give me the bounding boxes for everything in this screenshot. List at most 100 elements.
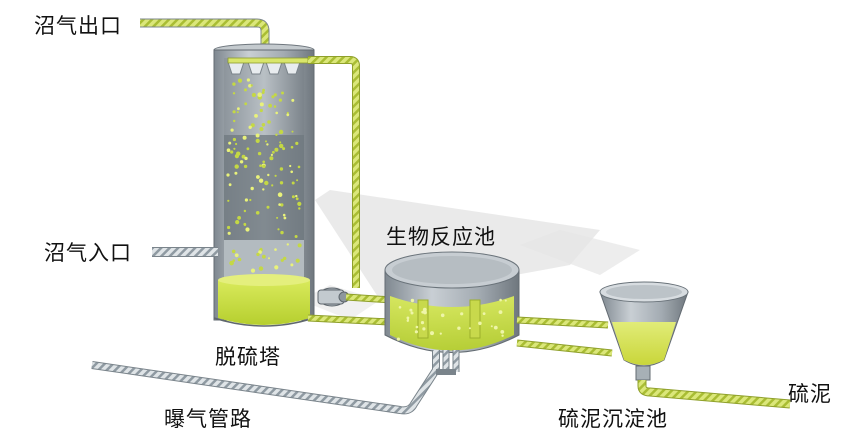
droplet (262, 160, 266, 164)
droplet (273, 93, 277, 97)
droplet (244, 88, 247, 92)
droplet (298, 207, 301, 210)
droplet (275, 133, 278, 136)
droplet (280, 258, 284, 262)
droplet (260, 247, 263, 250)
droplet (237, 107, 240, 111)
bubble (498, 310, 503, 314)
droplet (259, 102, 264, 107)
bubble (499, 298, 502, 302)
label-biogas-outlet: 沼气出口 (34, 14, 122, 38)
bubble (482, 312, 486, 315)
label-sulfur-sludge: 硫泥 (788, 382, 832, 406)
desulfurization-tower (213, 43, 315, 327)
droplet (236, 111, 239, 114)
droplet (268, 103, 272, 108)
droplet (266, 205, 270, 209)
droplet (243, 164, 248, 169)
droplet (232, 92, 236, 95)
droplet (228, 183, 232, 187)
bubble (500, 330, 505, 334)
droplet (250, 268, 256, 273)
droplet (297, 201, 302, 206)
droplet (265, 140, 267, 143)
bubble (439, 332, 442, 335)
droplet (261, 91, 265, 94)
recirculation-pipe (308, 56, 360, 288)
droplet (232, 137, 236, 142)
droplet (249, 198, 252, 202)
droplet (233, 119, 236, 123)
bubble (414, 330, 418, 334)
droplet (297, 165, 301, 169)
droplet (290, 170, 294, 174)
droplet (275, 111, 279, 115)
droplet (244, 102, 248, 106)
droplet (237, 78, 243, 83)
bubble (415, 325, 419, 329)
bubble (422, 327, 426, 331)
droplet (250, 123, 255, 128)
droplet (256, 175, 260, 179)
droplet (286, 243, 289, 246)
droplet (244, 156, 248, 161)
label-aeration-pipe: 曝气管路 (164, 407, 252, 431)
droplet (246, 78, 250, 82)
droplet (294, 235, 298, 238)
droplet (262, 164, 266, 169)
bubble (493, 325, 498, 330)
label-bioreactor: 生物反应池 (386, 225, 496, 249)
droplet (237, 257, 242, 262)
bubble (410, 298, 415, 303)
droplet (266, 143, 269, 146)
droplet (295, 258, 300, 263)
label-desulfurization-tower: 脱硫塔 (215, 345, 281, 369)
droplet (232, 259, 235, 262)
droplet (262, 88, 265, 92)
droplet (257, 151, 262, 156)
droplet (234, 171, 238, 175)
droplet (227, 199, 230, 202)
droplet (243, 222, 247, 226)
droplet (230, 150, 234, 154)
droplet (245, 227, 250, 232)
droplet (295, 197, 299, 201)
bubble (422, 307, 427, 312)
packing-particles (226, 78, 302, 273)
droplet (255, 138, 260, 143)
droplet (279, 143, 284, 149)
droplet (295, 141, 299, 145)
droplet (276, 216, 279, 219)
bubble (440, 313, 445, 318)
bubble (420, 321, 425, 325)
droplet (254, 114, 258, 118)
label-sludge-settling-tank: 硫泥沉淀池 (558, 407, 668, 431)
droplet (258, 266, 264, 271)
droplet (258, 178, 264, 183)
droplet (289, 164, 292, 168)
bioreactor-tank (384, 251, 520, 353)
bubble (457, 326, 461, 330)
droplet (259, 164, 262, 167)
droplet (228, 141, 232, 145)
droplet (257, 92, 263, 97)
droplet (259, 127, 264, 131)
droplet (248, 84, 252, 88)
bubble (407, 318, 409, 321)
droplet (244, 198, 248, 202)
droplet (261, 123, 266, 127)
droplet (274, 174, 277, 177)
droplet (273, 105, 277, 108)
droplet (279, 167, 284, 171)
droplet (255, 211, 260, 215)
droplet (295, 194, 298, 198)
pump-to-reactor-pipe (345, 293, 393, 304)
droplet (259, 108, 263, 113)
droplet (279, 141, 282, 144)
droplet (233, 147, 236, 150)
droplet (283, 216, 287, 220)
aeration-pipe (91, 350, 460, 415)
droplet (291, 130, 294, 133)
droplet (262, 188, 265, 191)
